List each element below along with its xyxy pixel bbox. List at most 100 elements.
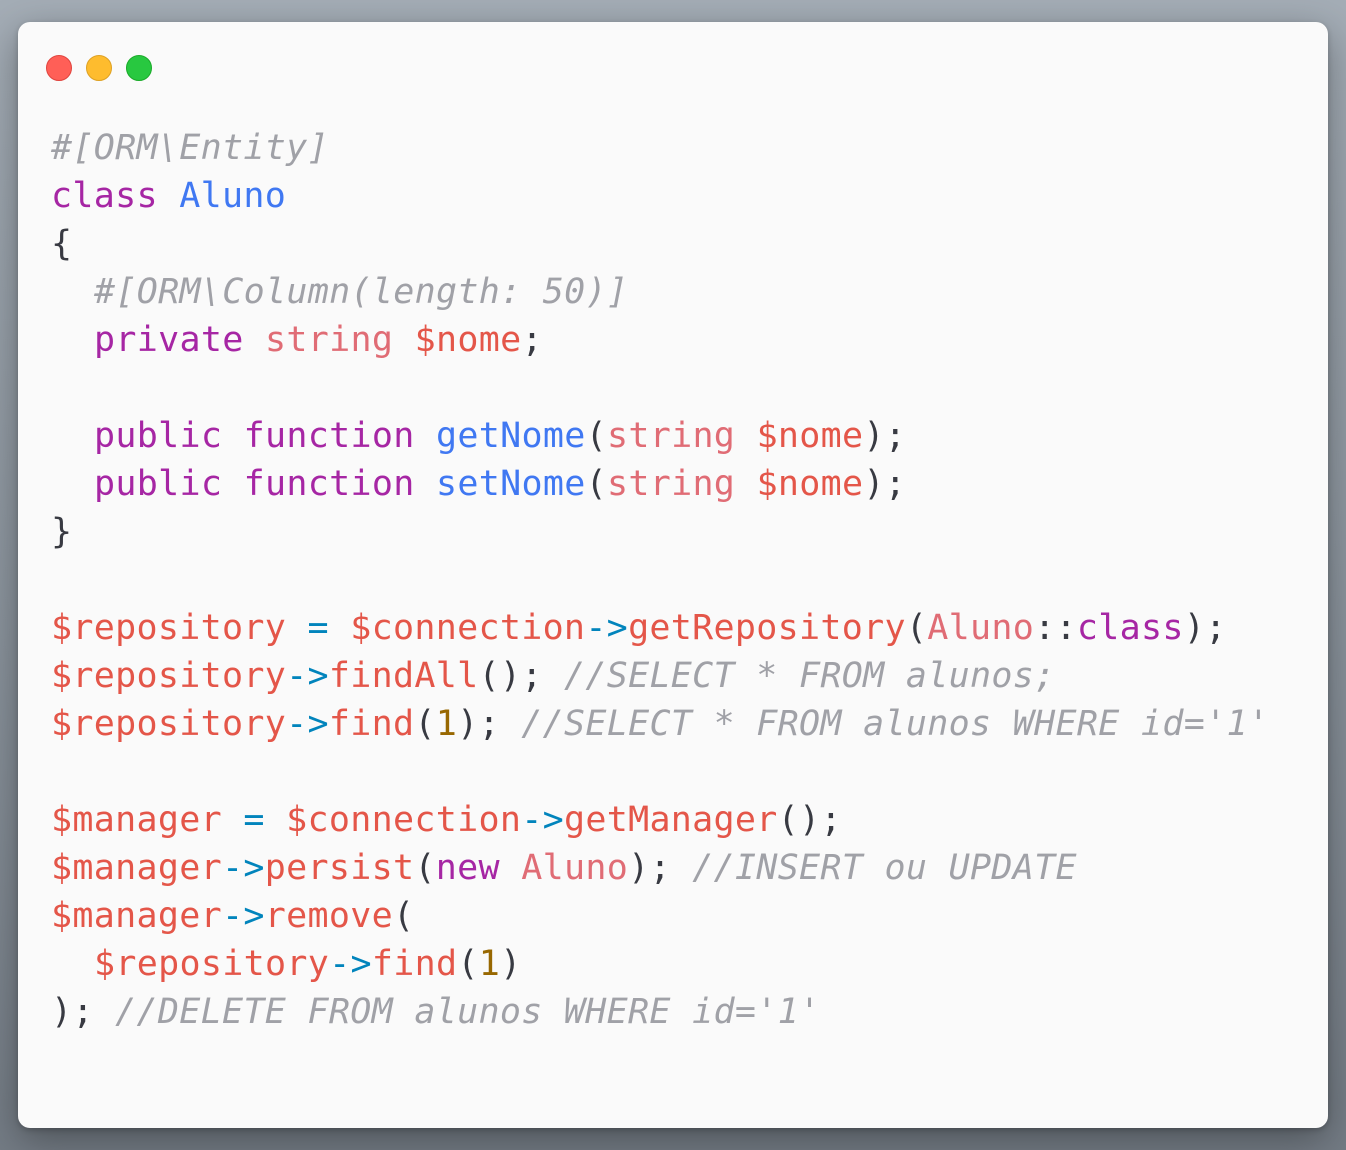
code-token-punctuation	[415, 416, 436, 456]
code-token-function-name: getNome	[435, 416, 586, 456]
code-token-variable: $connection	[286, 800, 522, 840]
code-token-method: remove	[264, 896, 393, 936]
code-token-punctuation	[500, 848, 521, 888]
code-line: $repository->find(1); //SELECT * FROM al…	[51, 700, 1269, 748]
code-token-punctuation	[735, 416, 756, 456]
code-token-keyword: class	[1076, 608, 1184, 648]
code-token-variable: $nome	[414, 320, 522, 360]
code-token-operator: ->	[329, 944, 372, 984]
code-line: $manager->persist(new Aluno); //INSERT o…	[51, 844, 1269, 892]
code-token-punctuation: (	[414, 704, 436, 744]
code-token-class-name: Aluno	[179, 176, 287, 216]
code-line: }	[51, 508, 1269, 556]
code-token-operator: ->	[521, 800, 564, 840]
code-line: ); //DELETE FROM alunos WHERE id='1'	[51, 988, 1269, 1036]
code-token-number: 1	[435, 704, 458, 744]
code-token-punctuation	[735, 464, 756, 504]
code-token-number: 1	[478, 944, 501, 984]
code-line: $manager->remove(	[51, 892, 1269, 940]
code-token-keyword: private	[94, 320, 244, 360]
code-token-punctuation: (	[414, 848, 436, 888]
code-token-punctuation	[415, 464, 436, 504]
code-token-type: string	[606, 464, 736, 504]
code-token-punctuation	[222, 464, 243, 504]
code-token-operator: ->	[221, 896, 265, 936]
code-token-function-name: setNome	[435, 464, 586, 504]
code-token-method: getRepository	[628, 608, 906, 648]
code-token-punctuation: )	[500, 944, 522, 984]
code-token-punctuation: {	[51, 224, 73, 264]
code-token-operator: =	[307, 608, 329, 648]
code-token-variable: $manager	[51, 800, 222, 840]
code-token-punctuation: (	[905, 608, 928, 648]
code-token-variable: $manager	[51, 848, 222, 888]
code-token-punctuation	[222, 416, 243, 456]
code-line: $repository->findAll(); //SELECT * FROM …	[51, 652, 1269, 700]
code-token-comment: #[ORM\Column(length: 50)]	[94, 272, 629, 312]
code-token-punctuation	[393, 320, 414, 360]
code-token-variable: $nome	[756, 416, 864, 456]
code-token-method: find	[328, 704, 415, 744]
code-token-keyword: public	[94, 464, 223, 504]
code-token-operator: =	[243, 800, 265, 840]
code-line: $repository->find(1)	[51, 940, 1269, 988]
code-token-punctuation: );	[457, 704, 522, 744]
code-token-comment: #[ORM\Entity]	[51, 128, 329, 168]
close-window-button[interactable]	[46, 55, 72, 81]
code-line	[51, 364, 1269, 412]
code-window: #[ORM\Entity] class Aluno { #[ORM\Column(le…	[18, 22, 1328, 1128]
code-token-keyword: function	[243, 416, 415, 456]
code-token-punctuation	[329, 608, 350, 648]
code-token-variable: $repository	[51, 656, 287, 696]
code-token-punctuation: (	[585, 464, 607, 504]
code-token-punctuation	[158, 176, 179, 216]
code-token-variable: $manager	[51, 896, 222, 936]
code-token-comment: //SELECT * FROM alunos WHERE id='1'	[521, 704, 1270, 744]
code-token-operator: ->	[286, 656, 329, 696]
code-token-operator: ->	[221, 848, 265, 888]
code-token-punctuation: );	[863, 464, 907, 504]
code-line: public function getNome(string $nome);	[51, 412, 1269, 460]
code-token-punctuation: (	[585, 416, 607, 456]
code-line: #[ORM\Column(length: 50)]	[51, 268, 1269, 316]
code-line: $manager = $connection->getManager();	[51, 796, 1269, 844]
code-token-punctuation: (	[457, 944, 479, 984]
code-token-type: Aluno	[521, 848, 629, 888]
code-token-punctuation: ;	[521, 320, 543, 360]
code-token-operator: ->	[286, 704, 329, 744]
code-line: private string $nome;	[51, 316, 1269, 364]
code-token-comment: //DELETE FROM alunos WHERE id='1'	[115, 992, 821, 1032]
code-token-punctuation: ::	[1034, 608, 1077, 648]
code-token-variable: $connection	[350, 608, 586, 648]
code-token-comment: //SELECT * FROM alunos;	[563, 656, 1056, 696]
code-token-variable: $repository	[94, 944, 330, 984]
code-token-punctuation: );	[1183, 608, 1227, 648]
code-line: public function setNome(string $nome);	[51, 460, 1269, 508]
code-token-operator: ->	[585, 608, 629, 648]
code-token-keyword: public	[94, 416, 223, 456]
window-controls	[46, 55, 152, 81]
code-token-punctuation	[222, 800, 243, 840]
code-line: {	[51, 220, 1269, 268]
code-token-variable: $repository	[51, 704, 287, 744]
code-token-punctuation	[265, 800, 286, 840]
code-token-variable: $repository	[51, 608, 287, 648]
code-token-method: findAll	[328, 656, 479, 696]
code-token-punctuation: }	[51, 512, 73, 552]
code-line: $repository = $connection->getRepository…	[51, 604, 1269, 652]
code-token-punctuation: ();	[478, 656, 564, 696]
minimize-window-button[interactable]	[86, 55, 112, 81]
code-token-punctuation	[244, 320, 265, 360]
code-token-method: persist	[264, 848, 415, 888]
code-block: #[ORM\Entity] class Aluno { #[ORM\Column(le…	[51, 124, 1269, 1036]
code-token-punctuation: (	[392, 896, 415, 936]
code-token-punctuation: ();	[777, 800, 842, 840]
code-token-punctuation: );	[863, 416, 907, 456]
code-token-keyword: class	[51, 176, 158, 216]
code-token-type: Aluno	[927, 608, 1035, 648]
maximize-window-button[interactable]	[126, 55, 152, 81]
code-token-punctuation: );	[51, 992, 116, 1032]
code-token-keyword: new	[435, 848, 500, 888]
code-token-method: find	[371, 944, 458, 984]
code-line	[51, 556, 1269, 604]
